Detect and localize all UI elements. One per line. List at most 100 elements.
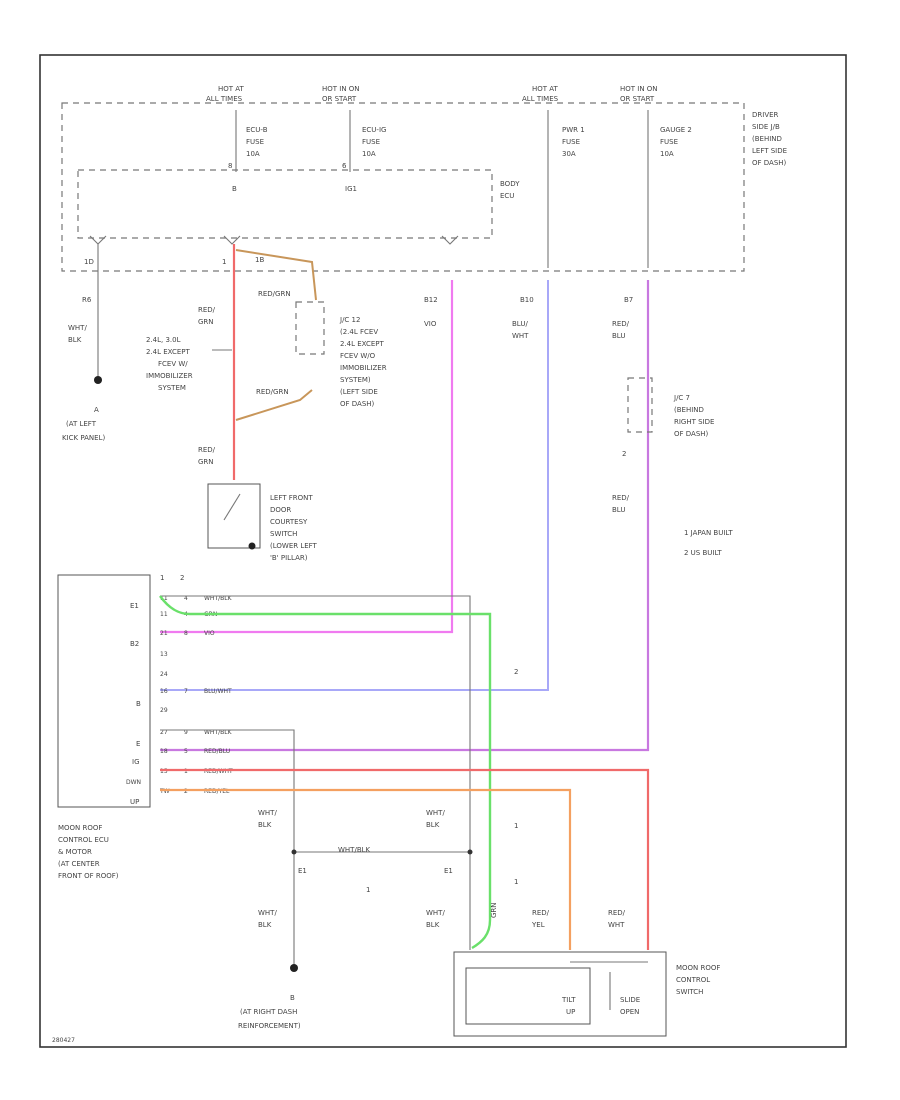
fuse-2-type: FUSE [362, 138, 380, 146]
lower-red-wht-1: RED/ [608, 909, 626, 917]
ecu-row-6-a: 29 [160, 707, 168, 714]
jc12-label-5: IMMOBILIZER [340, 364, 387, 372]
hot-label-3b: ALL TIMES [522, 95, 559, 103]
wire-grn [159, 595, 492, 950]
wire-label-red-grn-side2: RED/GRN [256, 388, 289, 396]
lower-wht-blk-b1: WHT/ [426, 809, 445, 817]
courtesy-switch-label-3: COURTESY [270, 518, 308, 526]
fuse-3-type: FUSE [562, 138, 580, 146]
reference-number: 280427 [52, 1037, 75, 1044]
ecu-name-3: & MOTOR [58, 848, 92, 856]
ecu-row-7-label: WHT/BLK [204, 729, 233, 736]
lower-wht-blk-b2: BLK [426, 821, 440, 829]
courtesy-switch-label-2: DOOR [270, 506, 291, 514]
lower-e1-a: E1 [298, 867, 307, 875]
pin-r6: R6 [82, 296, 92, 304]
ecu-row-0-b: 4 [184, 595, 188, 602]
wire-label-red-blu-2: BLU [612, 332, 625, 340]
wire-label-red-blu-4: BLU [612, 506, 625, 514]
moon-switch-slide-1: SLIDE [620, 996, 640, 1004]
ecu-row-4-a: 24 [160, 671, 168, 678]
ecu-row-8-b: 5 [184, 748, 188, 755]
wire-label-red-grn-3: RED/ [198, 446, 216, 454]
lower-wht-blk-d1: WHT/ [426, 909, 445, 917]
courtesy-switch-box [207, 483, 261, 549]
body-ecu-pin-1b: 1B [255, 256, 264, 264]
jc7-outline [627, 377, 653, 433]
jc12-label-7: (LEFT SIDE [340, 388, 378, 396]
fuse-3-name: PWR 1 [562, 126, 585, 134]
fuse-2-amp: 10A [362, 150, 376, 158]
jc12-label-4: FCEV W/O [340, 352, 376, 360]
jc12-label-8: OF DASH) [340, 400, 375, 408]
wire-label-red-blu-3: RED/ [612, 494, 630, 502]
wire-label-wht-blk-1: WHT/ [68, 324, 87, 332]
ground-a-icon [94, 376, 102, 384]
connector-b12 [441, 235, 459, 245]
lower-wht-blk-c2: BLK [258, 921, 272, 929]
ecu-row-1-a: 11 [160, 611, 168, 618]
ground-b-label-1: B [290, 994, 295, 1002]
fuse-4-name: GAUGE 2 [660, 126, 692, 134]
hot-label-2b: OR START [322, 95, 357, 103]
wire-label-wht-blk-2: BLK [68, 336, 82, 344]
jc7-label-3: RIGHT SIDE [674, 418, 714, 426]
lower-note-1b: 1 [514, 878, 518, 886]
diagram-frame [39, 54, 847, 1048]
fuse-3-amp: 30A [562, 150, 576, 158]
moon-switch-name-2: CONTROL [676, 976, 710, 984]
fuse-4-type: FUSE [660, 138, 678, 146]
lower-wht-blk-d2: BLK [426, 921, 440, 929]
wire-blu-wht [160, 280, 549, 691]
pin-b10: B10 [520, 296, 534, 304]
ecu-pin-down: DWN [126, 779, 141, 786]
ecu-row-2-label: VIO [204, 630, 215, 637]
ecu-pin-e1: E1 [130, 602, 139, 610]
ecu-row-2-b: 8 [184, 630, 188, 637]
body-ecu-pin-1d: 1D [84, 258, 94, 266]
body-ecu-pin-b: B [232, 185, 237, 193]
wire-red-grn-bottom [235, 389, 313, 421]
fuse-2-name: ECU-IG [362, 126, 386, 134]
ground-b-label-2: (AT RIGHT DASH [240, 1008, 297, 1016]
engine-note-1: 2.4L, 3.0L [146, 336, 181, 344]
engine-note-4: IMMOBILIZER [146, 372, 193, 380]
wire-red-blu [160, 280, 650, 752]
ecu-row-7-a: 27 [160, 729, 168, 736]
ecu-row-0-label: WHT/BLK [204, 595, 233, 602]
courtesy-switch-label-5: (LOWER LEFT [270, 542, 318, 550]
wire-wht-blk-e [160, 729, 295, 965]
body-ecu-pin-6: 6 [342, 162, 347, 170]
body-ecu-title-2: ECU [500, 192, 514, 200]
moon-switch-name-3: SWITCH [676, 988, 703, 996]
engine-note-3: FCEV W/ [158, 360, 188, 368]
ecu-row-3-a: 13 [160, 651, 168, 658]
lower-note-2: 2 [514, 668, 518, 676]
engine-note-2: 2.4L EXCEPT [146, 348, 190, 356]
splice-dot-left [291, 849, 297, 855]
jb-label-4: LEFT SIDE [752, 147, 787, 155]
lower-grn-vertical: GRN [490, 902, 498, 918]
ecu-col-1: 1 [160, 574, 164, 582]
wire-label-blu-wht-1: BLU/ [512, 320, 528, 328]
engine-note-5: SYSTEM [158, 384, 186, 392]
ecu-pin-ig: IG [132, 758, 140, 766]
hot-label-4a: HOT IN ON [620, 85, 658, 93]
ecu-name-1: MOON ROOF [58, 824, 102, 832]
fuse-1-type: FUSE [246, 138, 264, 146]
moon-roof-switch-inner [465, 967, 591, 1025]
body-ecu-pin-8: 8 [228, 162, 232, 170]
pin-b7: B7 [624, 296, 633, 304]
ecu-row-7-b: 9 [184, 729, 188, 736]
connector-1 [223, 235, 241, 245]
wire-red-yel [160, 788, 572, 950]
wire-label-red-grn-4: GRN [198, 458, 214, 466]
ecu-row-10-a: TW [159, 788, 170, 795]
ecu-row-10-b: 2 [184, 788, 188, 795]
ecu-row-8-label: RED/BLU [204, 748, 230, 755]
ecu-row-9-b: 1 [184, 768, 188, 775]
ecu-pin-up: UP [130, 798, 139, 806]
wire-red-grn-top [235, 249, 317, 301]
courtesy-switch-label-4: SWITCH [270, 530, 297, 538]
hot-label-2a: HOT IN ON [322, 85, 360, 93]
